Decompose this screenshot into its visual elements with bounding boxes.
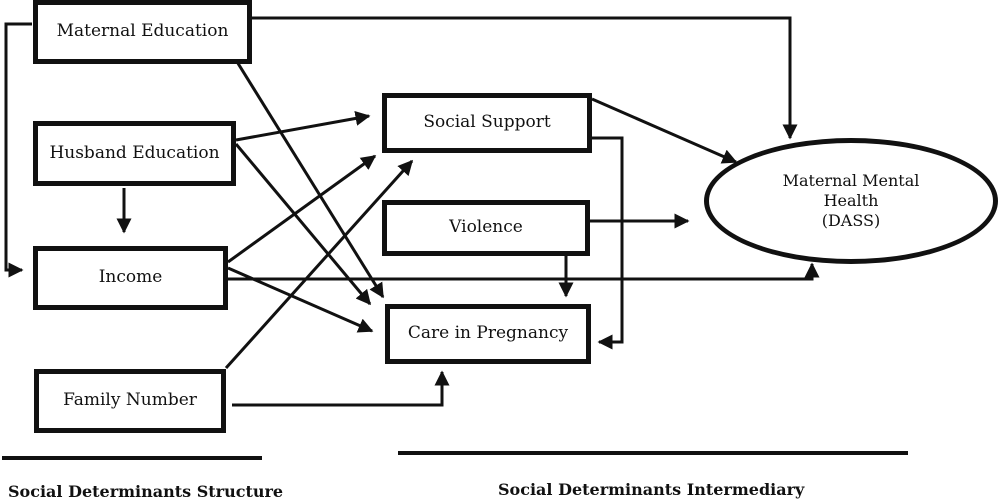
node-husband-education-label: Husband Education <box>49 142 220 163</box>
node-income: Income <box>33 246 228 310</box>
section-label-intermediary: Social Determinants Intermediary <box>498 480 805 499</box>
section-label-structure: Social Determinants Structure <box>8 482 284 501</box>
node-maternal-mental-health: Maternal Mental Health (DASS) <box>704 138 998 264</box>
arrow-husband-education-to-social-support <box>235 111 371 142</box>
outcome-line-2: Health <box>823 191 879 210</box>
node-social-support-label: Social Support <box>423 112 551 133</box>
node-care-in-pregnancy-label: Care in Pregnancy <box>407 323 569 344</box>
node-family-number: Family Number <box>34 369 226 433</box>
node-social-support: Social Support <box>382 93 592 153</box>
node-maternal-education: Maternal Education <box>33 0 252 64</box>
node-income-label: Income <box>98 267 163 288</box>
arrow-income-to-care <box>227 266 374 333</box>
node-violence-label: Violence <box>449 217 523 238</box>
section-divider-intermediary <box>398 451 908 455</box>
arrow-income-to-social-support <box>227 154 377 264</box>
node-husband-education: Husband Education <box>33 121 236 186</box>
arrow-maternal-education-to-mental-health <box>252 16 798 140</box>
arrow-family-number-to-care <box>232 370 450 407</box>
section-divider-structure <box>2 456 262 460</box>
node-maternal-mental-health-label: Maternal Mental Health (DASS) <box>783 171 920 231</box>
node-family-number-label: Family Number <box>63 390 197 411</box>
arrow-maternal-education-to-income <box>4 22 32 278</box>
node-care-in-pregnancy: Care in Pregnancy <box>385 304 591 364</box>
arrow-family-number-to-social-support <box>224 159 414 370</box>
node-violence: Violence <box>382 200 590 256</box>
arrow-social-support-to-care <box>592 136 624 350</box>
outcome-line-3: (DASS) <box>821 211 881 230</box>
arrow-husband-education-to-care <box>234 143 372 306</box>
outcome-line-1: Maternal Mental <box>782 171 920 190</box>
node-maternal-education-label: Maternal Education <box>56 21 229 42</box>
arrow-social-support-to-mental-health <box>591 97 738 164</box>
arrow-income-to-mental-health <box>228 262 820 281</box>
arrow-maternal-education-to-care <box>224 43 385 299</box>
